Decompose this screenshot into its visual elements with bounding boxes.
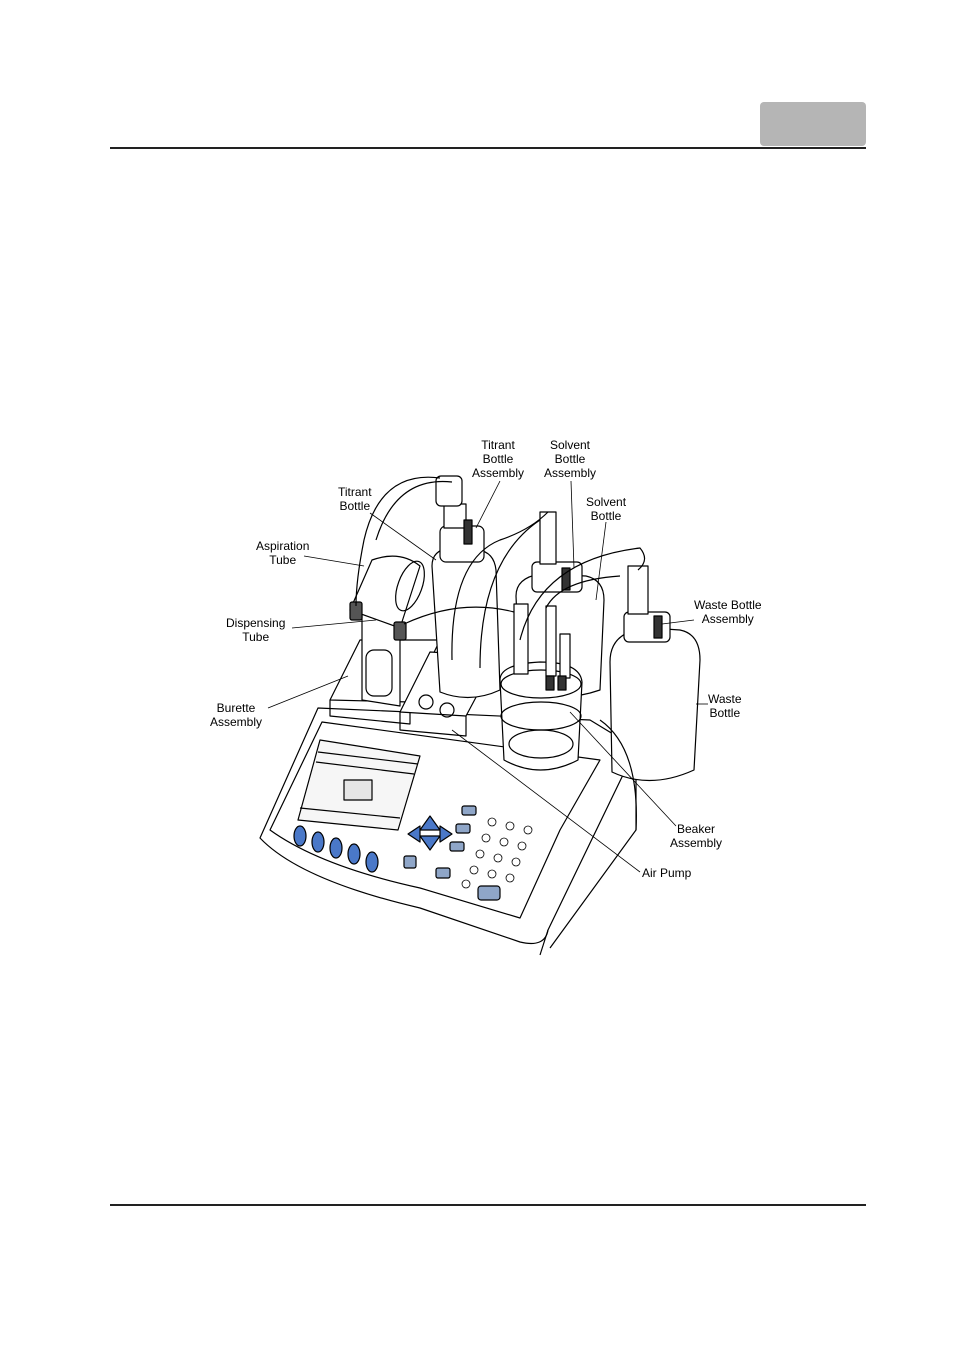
label-titrant-bottle-assembly: Titrant Bottle Assembly [472,438,524,480]
label-solvent-bottle-assembly: Solvent Bottle Assembly [544,438,596,480]
label-aspiration-tube: Aspiration Tube [256,539,309,567]
label-waste-bottle-assembly: Waste Bottle Assembly [694,598,762,626]
label-titrant-bottle: Titrant Bottle [338,485,372,513]
label-burette-assembly: Burette Assembly [210,701,262,729]
label-air-pump: Air Pump [642,866,691,880]
label-dispensing-tube: Dispensing Tube [226,616,285,644]
footer-rule [110,1204,866,1206]
label-solvent-bottle: Solvent Bottle [586,495,626,523]
label-beaker-assembly: Beaker Assembly [670,822,722,850]
label-waste-bottle: Waste Bottle [708,692,742,720]
